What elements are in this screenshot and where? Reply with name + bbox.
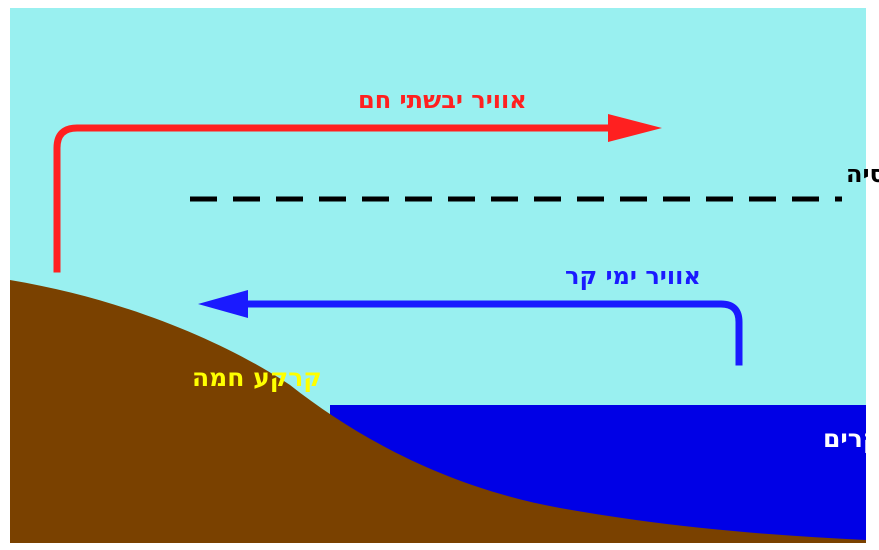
hot-dry-air-label: אוויר יבשתי חם	[358, 86, 527, 114]
hot-dry-air-arrow	[53, 124, 619, 273]
ground-area	[10, 280, 866, 543]
cold-sea-air-arrowhead	[198, 290, 248, 318]
inversion-label: אינברסיה	[846, 160, 879, 188]
hot-dry-air-arrowhead	[608, 114, 662, 142]
cold-sea-air-label: אוויר ימי קר	[565, 262, 701, 290]
cold-sea-water-label: מי ים קרים	[823, 424, 879, 453]
hot-ground-label: קרקע חמה	[192, 363, 322, 392]
cold-sea-air-arrow	[236, 300, 743, 366]
